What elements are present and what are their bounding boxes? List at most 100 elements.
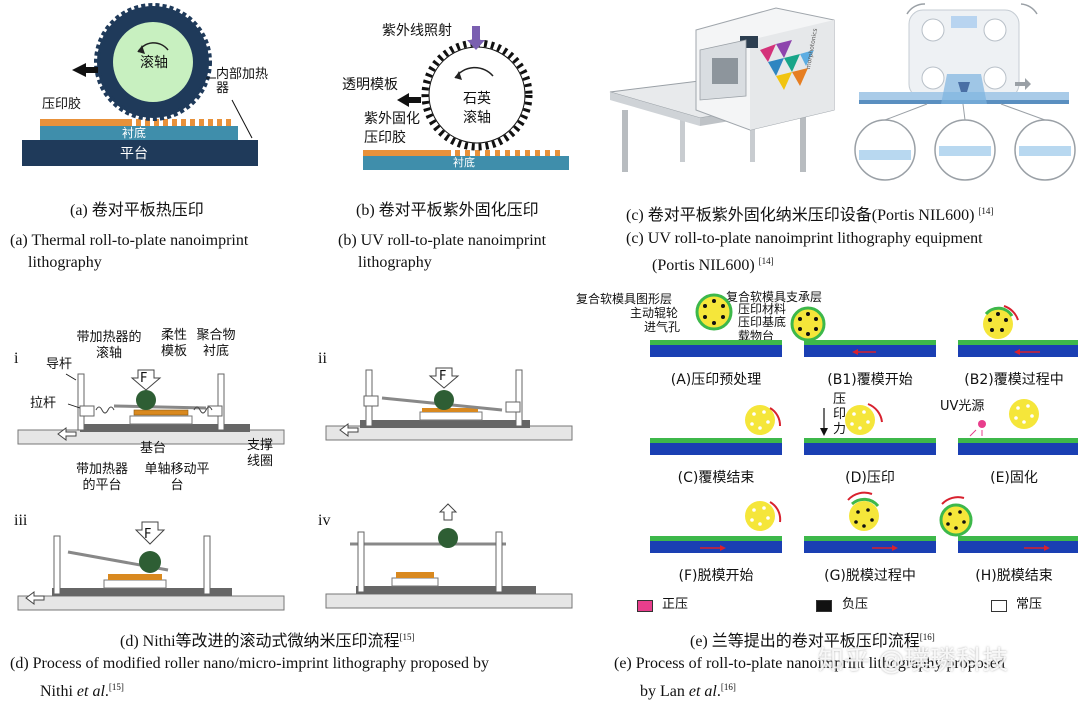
substrate-label: 衬底 bbox=[122, 126, 147, 140]
caption-d-en-ref: [15] bbox=[108, 682, 124, 692]
caption-d-en-2a: Nithi bbox=[40, 683, 77, 700]
legend-negative-swatch bbox=[816, 600, 832, 612]
step-h-diagram bbox=[939, 496, 1078, 553]
step-iii-diagram bbox=[17, 521, 285, 611]
label-uv: UV光源 bbox=[940, 399, 985, 414]
heated-platform-label: 带加热器的平台 bbox=[75, 462, 128, 493]
step-label-d: (D)压印 bbox=[845, 470, 895, 486]
label-material: 压印材料 bbox=[738, 302, 787, 316]
step-iv-diagram bbox=[325, 503, 573, 609]
legend-normal-swatch bbox=[991, 600, 1007, 612]
caption-c-en-2: (Portis NIL600) [14] bbox=[652, 251, 774, 276]
step-c-diagram bbox=[650, 405, 782, 455]
caption-d-cn: (d) Nithi等改进的滚动式微纳米压印流程[15] bbox=[120, 627, 415, 652]
caption-e-cn: (e) 兰等提出的卷对平板压印流程[16] bbox=[690, 627, 935, 652]
step-ii-diagram bbox=[325, 367, 573, 441]
label-force: 压印力 bbox=[833, 392, 847, 437]
caption-c-en-2-text: (Portis NIL600) bbox=[652, 257, 755, 274]
flexible-mold-label: 柔性模板 bbox=[160, 328, 187, 359]
heater-label: 内部加热器 bbox=[216, 67, 269, 96]
caption-c-cn-text: (c) 卷对平板紫外固化纳米压印设备(Portis NIL600) bbox=[626, 207, 975, 224]
legend-negative-label: 负压 bbox=[842, 597, 869, 612]
caption-e-en-ref: [16] bbox=[720, 682, 736, 692]
step-iv-label: iv bbox=[318, 512, 331, 529]
polymer-substrate-label: 聚合物衬底 bbox=[196, 328, 236, 359]
legend-positive-swatch bbox=[637, 600, 653, 612]
step-g-diagram bbox=[804, 491, 936, 553]
step-label-g: (G)脱模过程中 bbox=[824, 568, 916, 584]
caption-b-cn: (b) 卷对平板紫外固化压印 bbox=[356, 202, 539, 219]
mold-label: 透明模板 bbox=[342, 77, 398, 93]
single-axis-platform-label: 单轴移动平台 bbox=[144, 462, 210, 493]
platform-block bbox=[22, 140, 258, 166]
caption-c-cn-ref: [14] bbox=[978, 206, 994, 216]
uv-resist-label: 紫外固化压印胶 bbox=[364, 111, 420, 146]
support-coil-label: 支撑线圈 bbox=[246, 438, 273, 469]
caption-a-cn: (a) 卷对平板热压印 bbox=[70, 202, 204, 219]
step-label-e: (E)固化 bbox=[990, 470, 1038, 486]
caption-d-en-2b: et al bbox=[76, 683, 105, 700]
panel-e-steps bbox=[650, 293, 1078, 553]
uv-arrow bbox=[467, 26, 485, 50]
motion-arrow bbox=[72, 63, 98, 77]
legend-normal-label: 常压 bbox=[1016, 597, 1043, 612]
panel-b-diagram bbox=[363, 26, 569, 170]
caption-e-en-1: (e) Process of roll-to-plate nanoimprint… bbox=[614, 655, 1006, 672]
force-label-iii: F bbox=[144, 527, 152, 542]
caption-e-en-2a: by Lan bbox=[640, 683, 689, 700]
caption-e-cn-ref: [16] bbox=[919, 632, 935, 642]
label-pattern-layer: 复合软模具图形层 bbox=[576, 292, 673, 306]
label-drive-roller: 主动辊轮 bbox=[630, 306, 679, 320]
substrate-layer bbox=[40, 126, 238, 140]
platform-label: 平台 bbox=[120, 146, 148, 162]
caption-e-en-2: by Lan et al.[16] bbox=[640, 677, 736, 702]
label-support-layer: 复合软模具支承层 bbox=[726, 290, 823, 304]
substrate-label-b: 衬底 bbox=[453, 156, 475, 169]
caption-d-en-2: Nithi et al.[15] bbox=[40, 677, 124, 702]
caption-b-en-2: lithography bbox=[358, 254, 432, 271]
step-b2-diagram bbox=[958, 305, 1078, 357]
caption-a-en-1: (a) Thermal roll-to-plate nanoimprint bbox=[10, 232, 249, 249]
force-label-ii: F bbox=[439, 369, 447, 384]
step-ii-label: ii bbox=[318, 350, 327, 367]
resist-pattern bbox=[455, 150, 560, 156]
step-a-diagram bbox=[650, 293, 782, 357]
equipment-illustration bbox=[609, 7, 835, 172]
caption-d-cn-ref: [15] bbox=[399, 632, 415, 642]
step-i-label: i bbox=[14, 350, 19, 367]
watermark: 知乎 @璞璘科技 bbox=[818, 646, 1009, 676]
step-b1-diagram bbox=[790, 306, 936, 357]
step-label-h: (H)脱模结束 bbox=[975, 568, 1053, 584]
uv-lamp bbox=[958, 82, 970, 92]
step-label-b1: (B1)覆模开始 bbox=[827, 372, 913, 388]
caption-d-cn-text: (d) Nithi等改进的滚动式微纳米压印流程 bbox=[120, 633, 400, 650]
pull-rod-label: 拉杆 bbox=[30, 396, 57, 411]
label-stage: 载物台 bbox=[738, 329, 775, 343]
roller-label: 滚轴 bbox=[140, 55, 168, 71]
label-vent: 进气孔 bbox=[644, 320, 681, 334]
step-label-b2: (B2)覆模过程中 bbox=[964, 372, 1064, 388]
substrate-layer bbox=[363, 156, 569, 170]
base-label: 基台 bbox=[140, 441, 167, 456]
step-e-diagram bbox=[958, 399, 1078, 455]
caption-c-en-ref: [14] bbox=[758, 256, 774, 266]
uv-label: 紫外线照射 bbox=[382, 23, 452, 39]
heated-roller-label: 带加热器的滚轴 bbox=[76, 330, 142, 361]
caption-e-en-2c: . bbox=[716, 683, 721, 700]
heated-roller bbox=[136, 390, 156, 410]
step-label-f: (F)脱模开始 bbox=[678, 568, 754, 584]
caption-d-en-1: (d) Process of modified roller nano/micr… bbox=[10, 655, 490, 672]
caption-e-cn-text: (e) 兰等提出的卷对平板压印流程 bbox=[690, 633, 920, 650]
step-iii-label: iii bbox=[14, 512, 28, 529]
resist-label: 压印胶 bbox=[42, 97, 82, 112]
label-base: 压印基底 bbox=[738, 315, 787, 329]
step-label-c: (C)覆模结束 bbox=[677, 470, 755, 486]
motion-arrow bbox=[397, 93, 421, 107]
force-label-i: F bbox=[140, 371, 148, 386]
caption-c-cn: (c) 卷对平板紫外固化纳米压印设备(Portis NIL600) [14] bbox=[626, 201, 993, 226]
caption-d-en-2c: . bbox=[104, 683, 109, 700]
panel-a-diagram bbox=[22, 3, 258, 166]
caption-c-en-1: (c) UV roll-to-plate nanoimprint lithogr… bbox=[626, 230, 983, 247]
step-i-diagram bbox=[17, 369, 285, 445]
process-schematic bbox=[854, 3, 1076, 181]
